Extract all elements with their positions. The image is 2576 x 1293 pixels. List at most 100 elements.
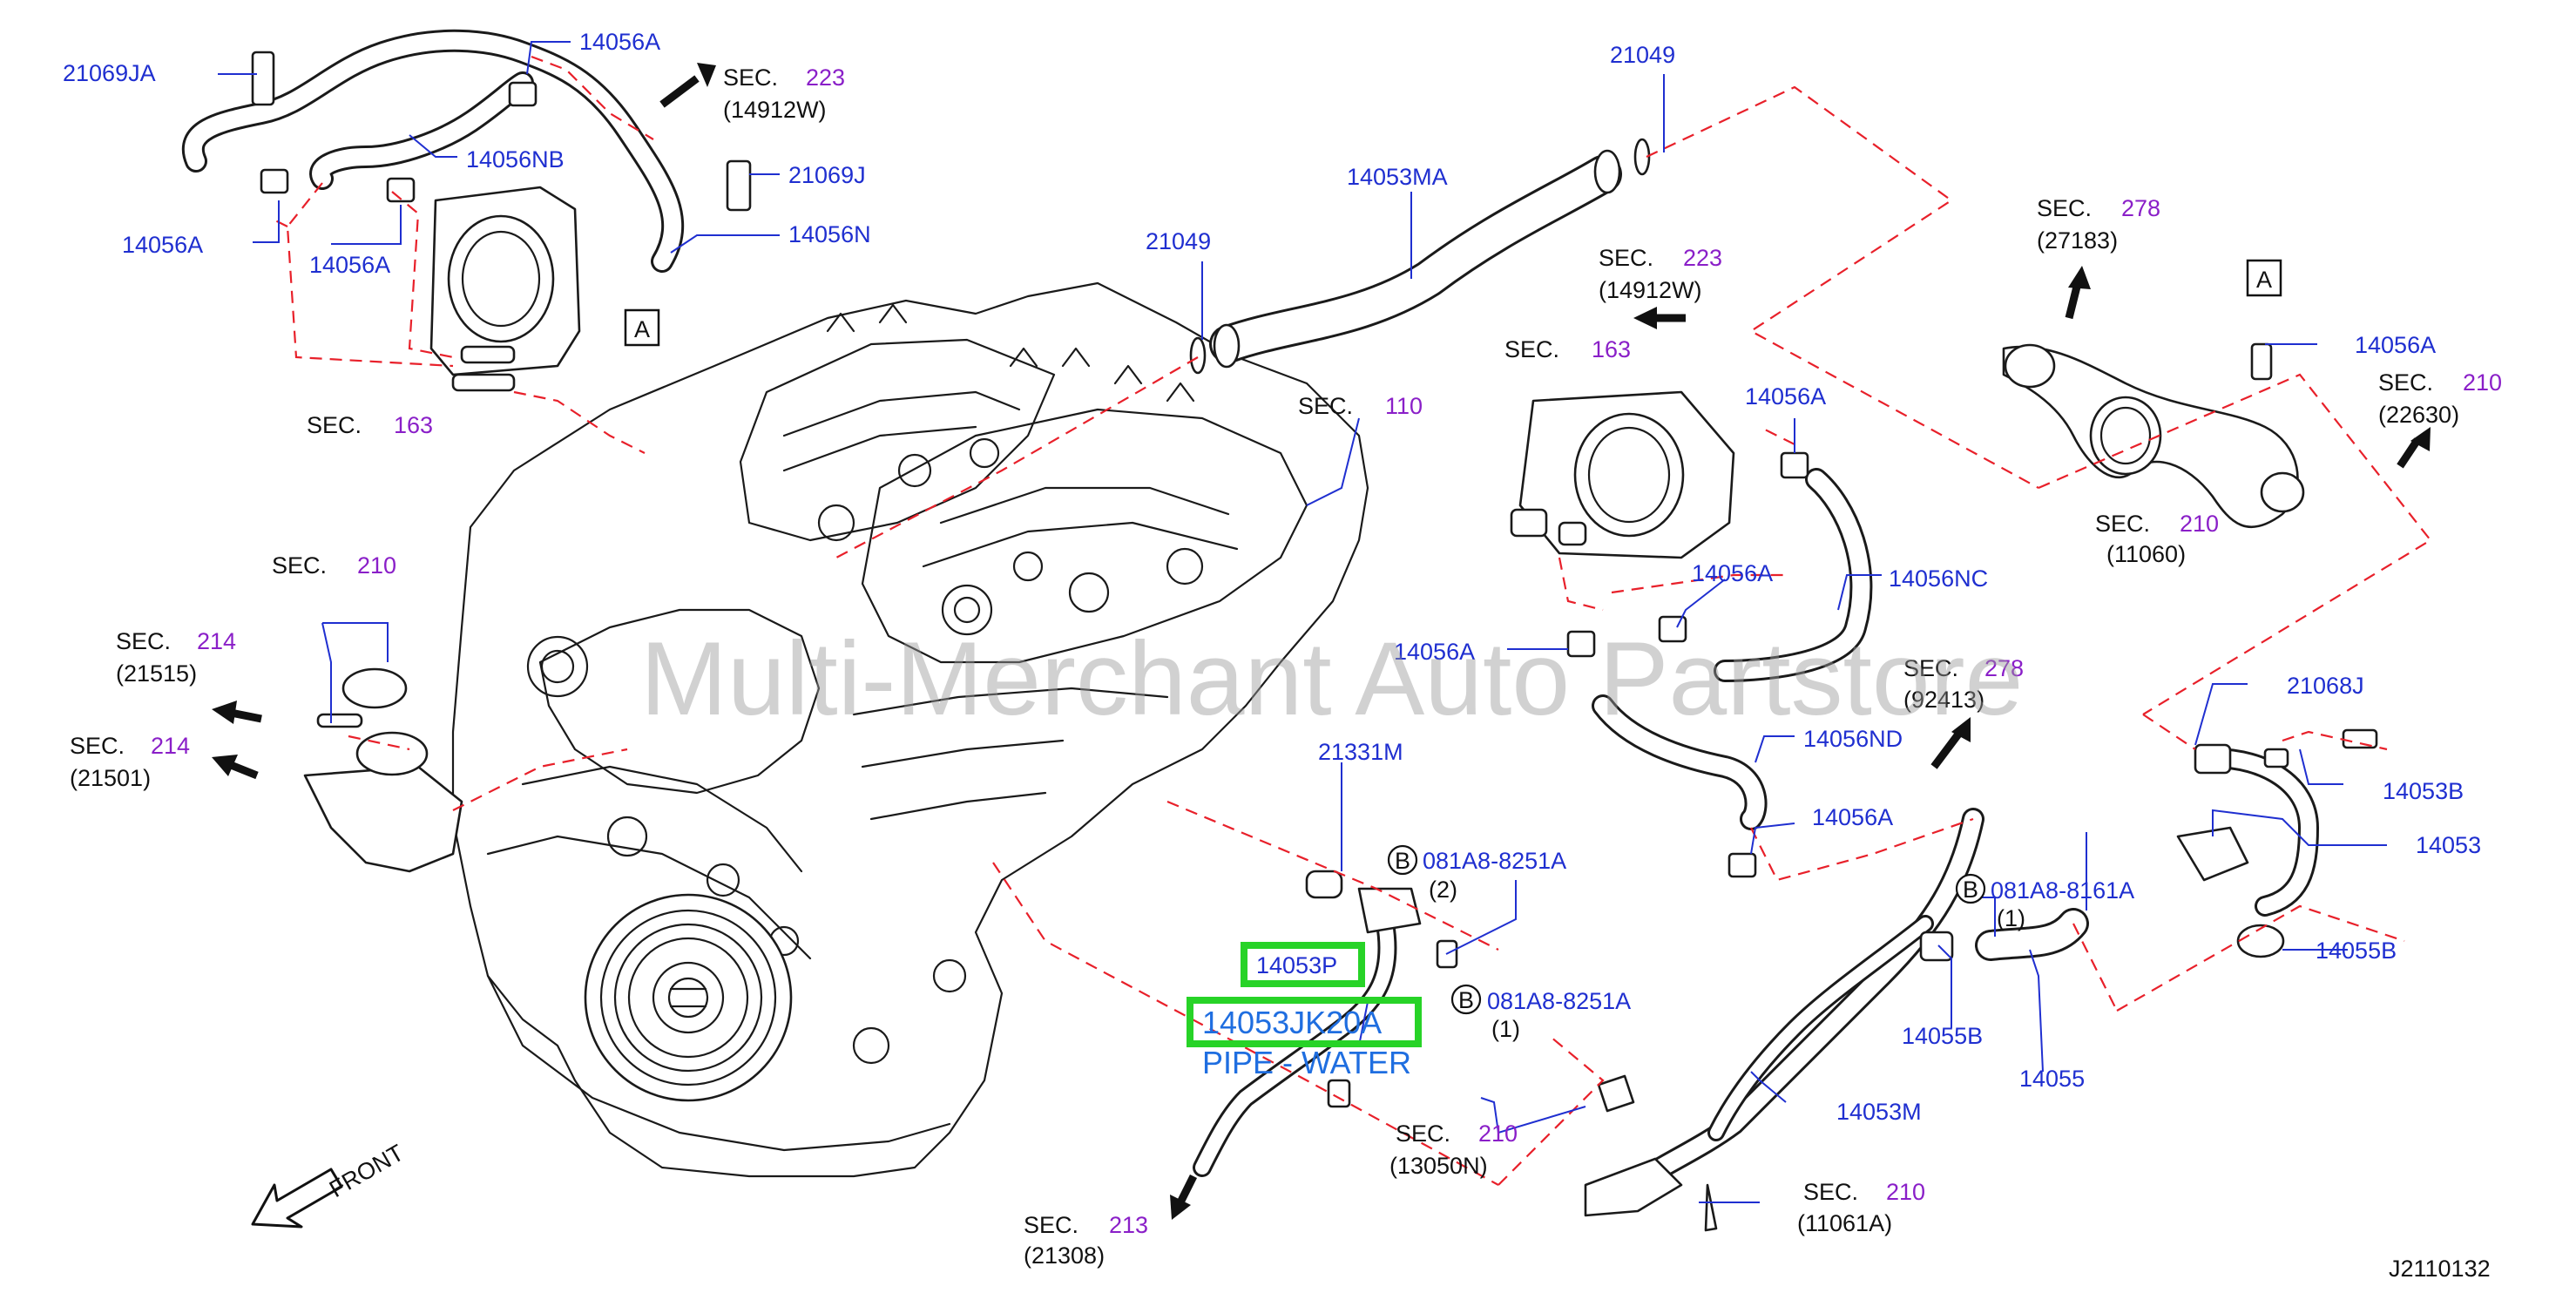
label-14053M[interactable]: 14053M xyxy=(1836,1099,1922,1125)
sec-ref-278-mid-num: 278 xyxy=(1984,655,2024,681)
sec-ref-210-left[interactable]: SEC. 210 xyxy=(272,552,396,579)
label-bolt-081A8-8251A-b[interactable]: 081A8-8251A xyxy=(1487,988,1631,1014)
arrow-to-sec-210-right xyxy=(2397,427,2431,469)
sec-ref-214-lower[interactable]: SEC. 214 (21501) xyxy=(70,733,190,791)
engine-block-drawing xyxy=(451,281,1369,1178)
label-14056A-center-2[interactable]: 14056A xyxy=(1692,560,1773,586)
label-14056NC[interactable]: 14056NC xyxy=(1889,565,1988,592)
label-14056N[interactable]: 14056N xyxy=(788,221,871,247)
label-21068J[interactable]: 21068J xyxy=(2287,673,2364,699)
sec-ref-163-center[interactable]: SEC. 163 xyxy=(1504,336,1631,362)
sec-ref-223-center[interactable]: SEC. 223 (14912W) xyxy=(1599,245,1722,303)
label-14056A-left-1[interactable]: 14056A xyxy=(122,232,203,258)
water-pipe-14053MA xyxy=(1189,138,1651,375)
label-bolt-081A8-8161A[interactable]: 081A8-8161A xyxy=(1991,877,2134,904)
bolt-marker-1: B xyxy=(1387,844,1418,876)
label-bolt-qty-c: (1) xyxy=(1997,905,2025,931)
sec-ref-214-upper[interactable]: SEC. 214 (21515) xyxy=(116,628,236,687)
label-14055[interactable]: 14055 xyxy=(2019,1066,2085,1092)
sec-ref-223-top-ref: (14912W) xyxy=(723,97,827,123)
label-14056A-top[interactable]: 14056A xyxy=(579,29,660,55)
sec-ref-110[interactable]: SEC. 110 xyxy=(1298,393,1423,419)
sec-ref-163-left[interactable]: SEC. 163 xyxy=(307,412,433,438)
label-bolt-qty-a: (2) xyxy=(1429,877,1457,903)
sec-ref-223-top-sec: SEC. xyxy=(723,64,778,91)
label-21069J[interactable]: 21069J xyxy=(788,162,866,188)
label-21049-b[interactable]: 21049 xyxy=(1146,228,1211,254)
label-bolt-qty-b: (1) xyxy=(1491,1016,1520,1042)
sec-ref-163-center-num: 163 xyxy=(1592,336,1631,362)
sec-ref-210-left-sec: SEC. xyxy=(272,552,327,579)
label-14055B[interactable]: 14055B xyxy=(1902,1023,1983,1049)
sec-ref-210-gasket[interactable]: SEC. 210 (13050N) xyxy=(1389,1120,1518,1179)
label-leader-lines xyxy=(218,41,2387,1203)
sec-ref-214-lower-ref: (21501) xyxy=(70,765,151,791)
sec-ref-210-right-ref: (22630) xyxy=(2378,402,2459,428)
part-number-labels: 21069JA 14056A 14056NB 21069J 14056N 140… xyxy=(63,29,2481,1125)
arrow-to-sec-214-lower xyxy=(212,755,259,780)
sec-ref-210-bottom[interactable]: SEC. 210 (11061A) xyxy=(1797,1179,1925,1236)
label-21069JA[interactable]: 21069JA xyxy=(63,60,156,86)
label-14056A-center-4[interactable]: 14056A xyxy=(1812,804,1893,830)
sec-ref-213-num: 213 xyxy=(1109,1212,1148,1238)
sec-ref-278-top-ref: (27183) xyxy=(2037,227,2118,254)
sec-ref-110-num: 110 xyxy=(1385,393,1423,419)
arrow-to-sec-214-upper xyxy=(212,701,262,724)
ref-marker-a-left-text: A xyxy=(634,316,650,342)
sec-ref-223-center-sec: SEC. xyxy=(1599,245,1653,271)
sec-ref-214-upper-sec: SEC. xyxy=(116,628,171,654)
sec-ref-210-outlet-num: 210 xyxy=(2180,511,2219,537)
sec-ref-210-right-num: 210 xyxy=(2463,369,2502,396)
highlight-box-14053JK20A xyxy=(1187,997,1422,1047)
sec-ref-278-top-num: 278 xyxy=(2121,195,2160,221)
sec-ref-213[interactable]: SEC. 213 (21308) xyxy=(1024,1212,1148,1269)
sec-ref-163-left-sec: SEC. xyxy=(307,412,362,438)
throttle-body-left xyxy=(429,186,581,392)
label-14053[interactable]: 14053 xyxy=(2416,832,2481,858)
label-14056A-center-3[interactable]: 14056A xyxy=(1394,639,1475,665)
label-14056A-right[interactable]: 14056A xyxy=(2355,332,2436,358)
label-14056A-center-1[interactable]: 14056A xyxy=(1745,383,1826,410)
sec-ref-214-upper-ref: (21515) xyxy=(116,660,197,687)
connection-dashed-lines xyxy=(269,55,2432,1186)
sec-ref-223-center-ref: (14912W) xyxy=(1599,277,1702,303)
sec-ref-223-top[interactable]: SEC. 223 (14912W) xyxy=(723,64,845,123)
direction-arrows xyxy=(212,63,2431,1220)
sec-ref-210-outlet-sec: SEC. xyxy=(2095,511,2150,537)
highlighted-part-name: PIPE - WATER xyxy=(1202,1045,1411,1080)
sec-ref-278-mid[interactable]: SEC. 278 (92413) xyxy=(1903,655,2024,713)
sec-ref-213-sec: SEC. xyxy=(1024,1212,1078,1238)
sec-ref-223-top-num: 223 xyxy=(806,64,845,91)
label-14053P[interactable]: 14053P xyxy=(1256,952,1337,978)
label-14056NB[interactable]: 14056NB xyxy=(466,146,565,173)
label-14055B-right[interactable]: 14055B xyxy=(2316,938,2397,964)
bolt-marker-2: B xyxy=(1450,984,1482,1015)
sec-ref-210-bottom-num: 210 xyxy=(1886,1179,1925,1205)
arrow-to-sec-278-top xyxy=(2065,266,2091,320)
sec-ref-278-mid-ref: (92413) xyxy=(1903,687,1984,713)
label-14056ND[interactable]: 14056ND xyxy=(1803,726,1903,752)
label-14053MA[interactable]: 14053MA xyxy=(1347,164,1448,190)
label-14056A-left-2[interactable]: 14056A xyxy=(309,252,390,278)
label-14053B[interactable]: 14053B xyxy=(2383,778,2464,804)
front-label: FRONT xyxy=(325,1140,409,1202)
label-bolt-081A8-8251A-a[interactable]: 081A8-8251A xyxy=(1423,848,1566,874)
ref-marker-a-right-text: A xyxy=(2256,267,2272,293)
arrow-to-sec-278-mid xyxy=(1930,717,1971,769)
sec-ref-278-top[interactable]: SEC. 278 (27183) xyxy=(2037,195,2160,254)
label-21049-a[interactable]: 21049 xyxy=(1610,42,1675,68)
sec-ref-210-gasket-ref: (13050N) xyxy=(1389,1153,1488,1179)
bolt-marker-3: B xyxy=(1955,873,1986,904)
highlighted-part-number[interactable]: 14053JK20A xyxy=(1202,1005,1382,1040)
highlight-box-14053P xyxy=(1241,942,1365,987)
heater-hoses-center xyxy=(1566,451,1873,878)
sec-ref-210-right[interactable]: SEC. 210 (22630) xyxy=(2378,369,2502,428)
arrow-to-sec-223-center xyxy=(1633,307,1686,329)
sec-ref-163-left-num: 163 xyxy=(394,412,433,438)
sec-ref-110-sec: SEC. xyxy=(1298,393,1353,419)
sec-ref-210-outlet[interactable]: SEC. 210 (11060) xyxy=(2095,511,2219,567)
label-21331M[interactable]: 21331M xyxy=(1318,739,1403,765)
sec-ref-214-lower-num: 214 xyxy=(151,733,190,759)
